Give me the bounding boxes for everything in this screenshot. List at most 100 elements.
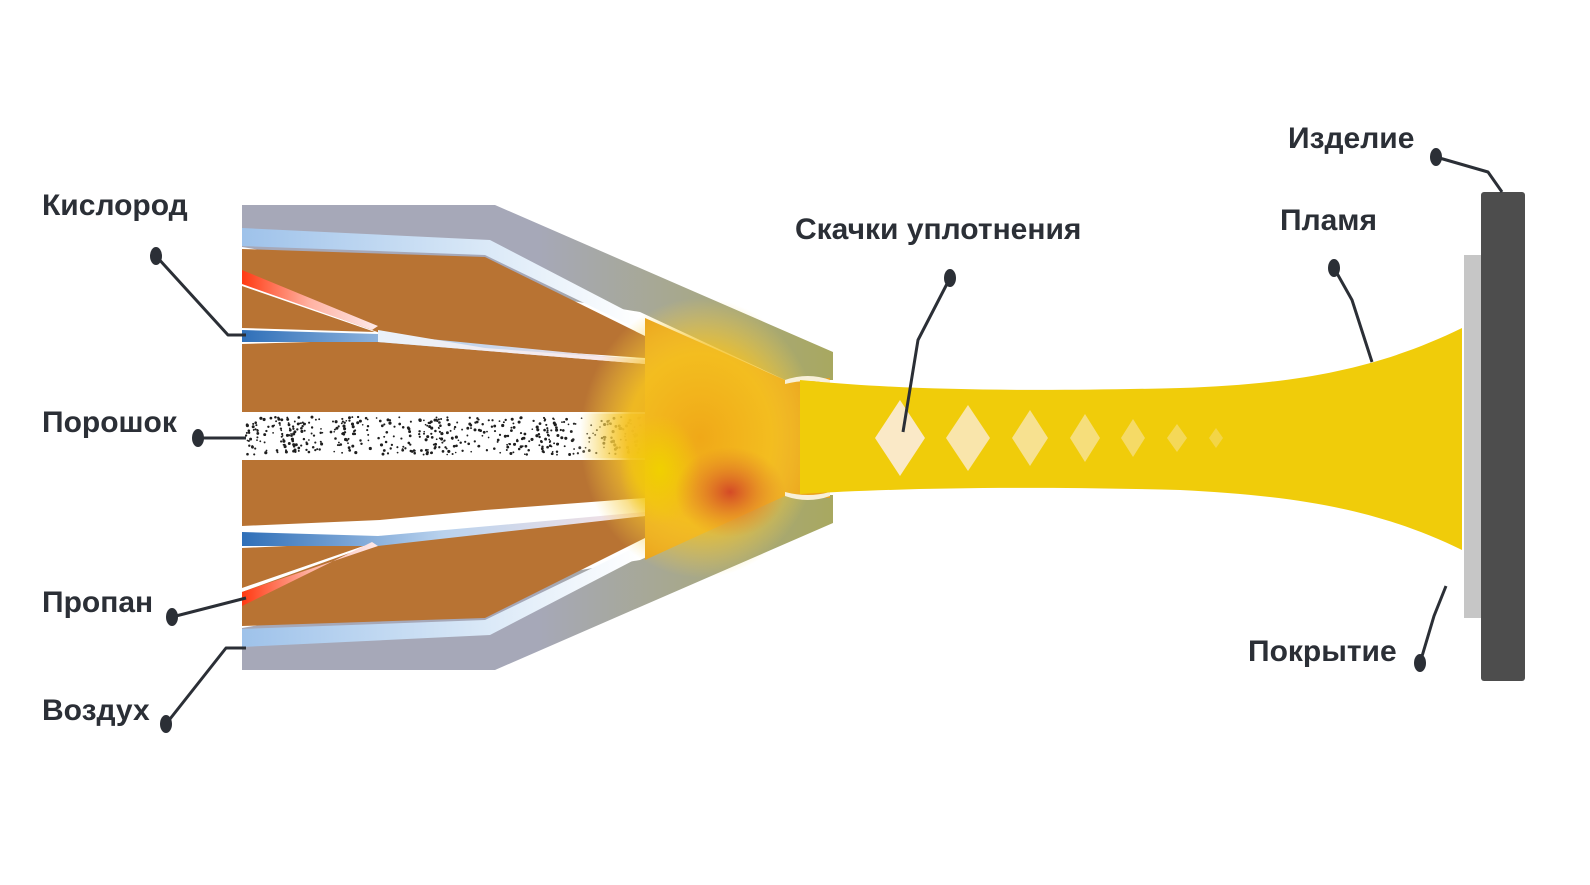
powder-particle [546, 445, 549, 449]
oxygen-channel-bottom [242, 512, 645, 546]
powder-particle [546, 433, 550, 437]
powder-particle [271, 424, 275, 428]
powder-particle [356, 421, 360, 425]
powder-particle [244, 434, 248, 437]
powder-particle [536, 428, 540, 432]
powder-particle [503, 434, 507, 438]
powder-particle [510, 429, 513, 432]
powder-particle [300, 429, 304, 433]
powder-particle [433, 418, 437, 422]
powder-particle [548, 438, 551, 441]
powder-particle [434, 429, 437, 433]
powder-particle [441, 450, 445, 453]
powder-particle [413, 451, 416, 455]
powder-particle [552, 417, 555, 420]
powder-particle [447, 423, 451, 427]
powder-particle [467, 442, 471, 446]
powder-particle [245, 431, 248, 434]
powder-particle [453, 428, 456, 430]
powder-particle [438, 421, 441, 424]
shock-diamond [1209, 428, 1223, 448]
powder-particle [496, 440, 499, 443]
powder-particle [281, 434, 284, 437]
powder-particle [366, 429, 369, 432]
powder-particle [361, 423, 364, 426]
powder-particle [505, 449, 508, 451]
powder-particle [336, 444, 340, 447]
powder-particle [404, 447, 407, 450]
powder-particle [541, 445, 544, 448]
powder-particle [296, 428, 299, 431]
powder-particle [434, 445, 437, 448]
powder-particle [340, 422, 343, 425]
gas-channels [242, 270, 645, 606]
powder-particle [541, 450, 545, 453]
powder-particle [252, 422, 255, 425]
powder-particle [347, 437, 350, 440]
label-oxygen: Кислород [42, 189, 188, 222]
powder-particle [481, 434, 484, 437]
powder-particle [335, 427, 338, 430]
powder-particle [524, 453, 526, 456]
powder-particle [354, 451, 358, 455]
powder-particle [333, 450, 336, 453]
powder-particle [254, 421, 257, 424]
powder-particle [256, 439, 258, 442]
powder-particle [402, 445, 405, 448]
powder-particle [296, 422, 300, 426]
powder-particle [474, 421, 477, 424]
powder-particle [341, 451, 344, 454]
powder-particle [441, 432, 444, 436]
powder-particle [285, 433, 289, 437]
powder-particle [358, 419, 362, 423]
powder-particle [360, 442, 363, 446]
powder-particle [508, 442, 512, 446]
powder-particle [548, 441, 551, 444]
powder-particle [287, 442, 291, 445]
powder-particle [517, 447, 521, 451]
powder-particle [301, 424, 304, 428]
powder-particle [300, 444, 303, 447]
powder-particle [446, 416, 449, 419]
powder-particle [331, 420, 335, 423]
powder-particle [555, 428, 559, 432]
powder-particle [334, 420, 338, 424]
powder-particle [428, 421, 432, 425]
powder-particle [487, 436, 490, 439]
powder-particle [278, 422, 281, 425]
powder-particle [249, 437, 253, 441]
powder-particle [418, 418, 422, 422]
flame-plume [800, 328, 1462, 550]
powder-particle [538, 444, 541, 447]
powder-particle [565, 417, 568, 421]
powder-particle [251, 445, 254, 449]
powder-particle [388, 421, 392, 425]
powder-particle [440, 417, 443, 421]
powder-particle [344, 437, 348, 442]
powder-particle [341, 417, 344, 420]
powder-particle [515, 439, 519, 443]
powder-particle [287, 423, 291, 427]
powder-particle [468, 416, 471, 419]
air-channels [242, 228, 640, 647]
powder-particle [388, 419, 392, 422]
powder-particle [351, 432, 355, 436]
label-propane: Пропан [42, 586, 153, 619]
powder-particle [396, 446, 399, 449]
powder-particle [255, 424, 258, 427]
powder-particle [291, 425, 295, 428]
powder-particle [312, 434, 316, 437]
powder-particle [418, 432, 421, 436]
powder-particle [264, 451, 268, 455]
powder-particle [535, 434, 539, 438]
powder-particle [308, 421, 311, 424]
powder-particle [540, 440, 543, 444]
powder-particle [426, 435, 430, 439]
powder-particle [300, 422, 302, 425]
powder-particle [464, 440, 467, 443]
powder-particle [468, 422, 472, 426]
powder-particle [461, 449, 464, 452]
powder-particle [527, 448, 530, 452]
powder-particle [504, 418, 507, 422]
coating-layer [1464, 255, 1482, 618]
